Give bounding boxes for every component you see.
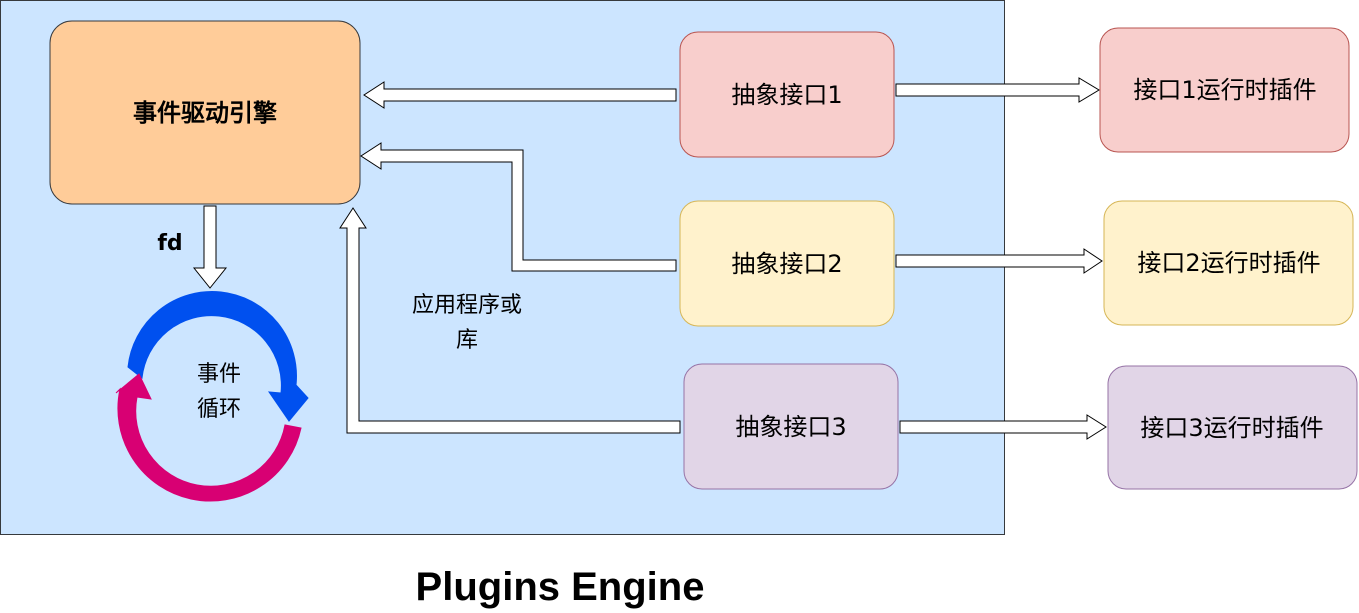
event-loop-cycle-icon — [115, 291, 309, 502]
runtime-plugin-2-box[interactable]: 接口2运行时插件 — [1103, 200, 1354, 326]
event-engine-box[interactable]: 事件驱动引擎 — [49, 20, 361, 205]
abstract-interface-2-box[interactable]: 抽象接口2 — [679, 200, 895, 327]
event-loop-label-line1: 事件 — [197, 362, 241, 387]
runtime-plugin-3-label: 接口3运行时插件 — [1140, 414, 1323, 442]
abstract-interface-1-label: 抽象接口1 — [731, 81, 842, 109]
event-engine-label: 事件驱动引擎 — [133, 99, 277, 127]
abstract-interface-1-box[interactable]: 抽象接口1 — [679, 31, 895, 158]
arrow-interface3-to-engine — [339, 207, 681, 434]
abstract-interface-2-label: 抽象接口2 — [731, 250, 842, 278]
diagram-caption: Plugins Engine — [416, 565, 705, 609]
abstract-interface-3-box[interactable]: 抽象接口3 — [683, 363, 899, 490]
runtime-plugin-1-box[interactable]: 接口1运行时插件 — [1099, 27, 1350, 153]
event-loop-label-line2: 循环 — [197, 397, 241, 422]
runtime-plugin-2-label: 接口2运行时插件 — [1137, 249, 1320, 277]
fd-arrow — [192, 205, 228, 289]
runtime-plugin-3-box[interactable]: 接口3运行时插件 — [1107, 365, 1358, 490]
arrow-interface3-to-plugin3 — [899, 414, 1107, 440]
arrow-interface1-to-plugin1 — [895, 77, 1100, 103]
fd-label: fd — [157, 231, 182, 256]
runtime-plugin-1-label: 接口1运行时插件 — [1133, 76, 1316, 104]
arrow-interface1-to-engine — [363, 81, 677, 109]
app-or-library-label-line1: 应用程序或 — [412, 293, 522, 318]
app-or-library-label-line2: 库 — [456, 328, 478, 353]
arrow-interface2-to-plugin2 — [895, 248, 1103, 274]
abstract-interface-3-label: 抽象接口3 — [735, 413, 846, 441]
arrow-interface2-to-engine — [360, 142, 677, 272]
